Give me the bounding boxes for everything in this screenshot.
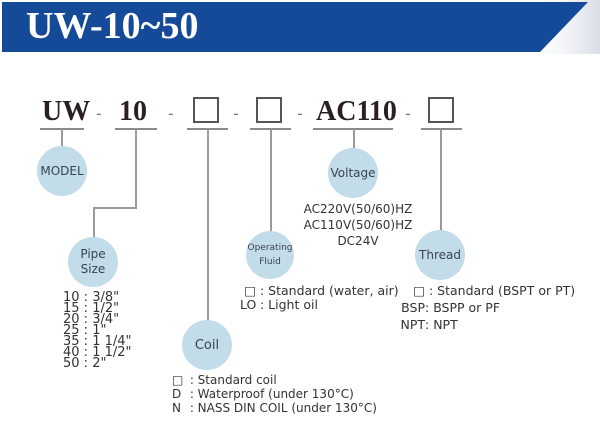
separator: - <box>96 104 102 123</box>
coil-option: N : NASS DIN COIL (under 130°C) <box>172 401 377 415</box>
separator: - <box>405 104 411 123</box>
pipe-size-option: 15 : 1/2" <box>63 301 120 316</box>
code-thread-box <box>428 97 454 123</box>
node-coil: Coil <box>182 320 232 370</box>
connector-pipe-size-v <box>93 207 95 238</box>
node-model: MODEL <box>37 146 87 196</box>
pipe-size-option: 40 : 1 1/2" <box>63 345 132 360</box>
node-pipe-size-label-2: Size <box>80 262 106 276</box>
connector-pipe-size <box>135 129 137 209</box>
separator: - <box>168 104 174 123</box>
node-pipe-size-label-1: Pipe <box>80 247 106 261</box>
pipe-size-option: 25 : 1" <box>63 323 107 338</box>
node-operating-fluid-label-1: Operating <box>247 243 293 253</box>
pipe-size-option: 35 : 1 1/4" <box>63 334 132 349</box>
thread-option: □ : Standard (BSPT or PT) <box>413 283 576 298</box>
node-thread: Thread <box>415 230 465 280</box>
connector-pipe-size-h <box>93 207 137 209</box>
thread-option: NPT: NPT <box>400 317 458 332</box>
node-pipe-size: Pipe Size <box>68 237 118 287</box>
separator: - <box>297 104 303 123</box>
coil-option: D : Waterproof (under 130°C) <box>172 387 354 401</box>
header-banner <box>2 0 600 54</box>
page-title: UW-10~50 <box>26 5 199 47</box>
voltage-option: AC220V(50/60)HZ <box>303 202 413 216</box>
connector-voltage <box>353 129 355 149</box>
code-coil-box <box>193 97 219 123</box>
header-band <box>2 2 588 52</box>
code-pipe-size: 10 <box>119 96 147 127</box>
node-voltage-label: Voltage <box>330 166 376 180</box>
node-operating-fluid: Operating Fluid <box>246 231 294 279</box>
node-operating-fluid-label-2: Fluid <box>259 257 281 267</box>
thread-option: BSP: BSPP or PF <box>401 300 501 315</box>
voltage-option: AC110V(50/60)HZ <box>303 218 413 232</box>
connector-coil <box>207 129 209 322</box>
operating-fluid-option: □ : Standard (water, air) <box>244 283 399 298</box>
node-coil-label: Coil <box>194 337 220 353</box>
node-model-label: MODEL <box>40 164 84 178</box>
code-model: UW <box>42 96 91 127</box>
separator: - <box>233 104 239 123</box>
connector-thread <box>440 129 442 232</box>
node-voltage: Voltage <box>328 148 378 198</box>
node-thread-label: Thread <box>419 248 461 262</box>
pipe-size-option: 20 : 3/4" <box>63 312 120 327</box>
pipe-size-option: 10 : 3/8" <box>63 290 120 305</box>
code-operating-fluid-box <box>256 97 282 123</box>
connector-operating-fluid <box>270 129 272 232</box>
code-voltage: AC110 <box>316 96 397 127</box>
operating-fluid-option: LO : Light oil <box>240 297 318 312</box>
coil-option: □ : Standard coil <box>172 373 277 387</box>
pipe-size-option: 50 : 2" <box>63 356 107 371</box>
connector-model <box>61 129 63 146</box>
voltage-option: DC24V <box>337 234 379 248</box>
